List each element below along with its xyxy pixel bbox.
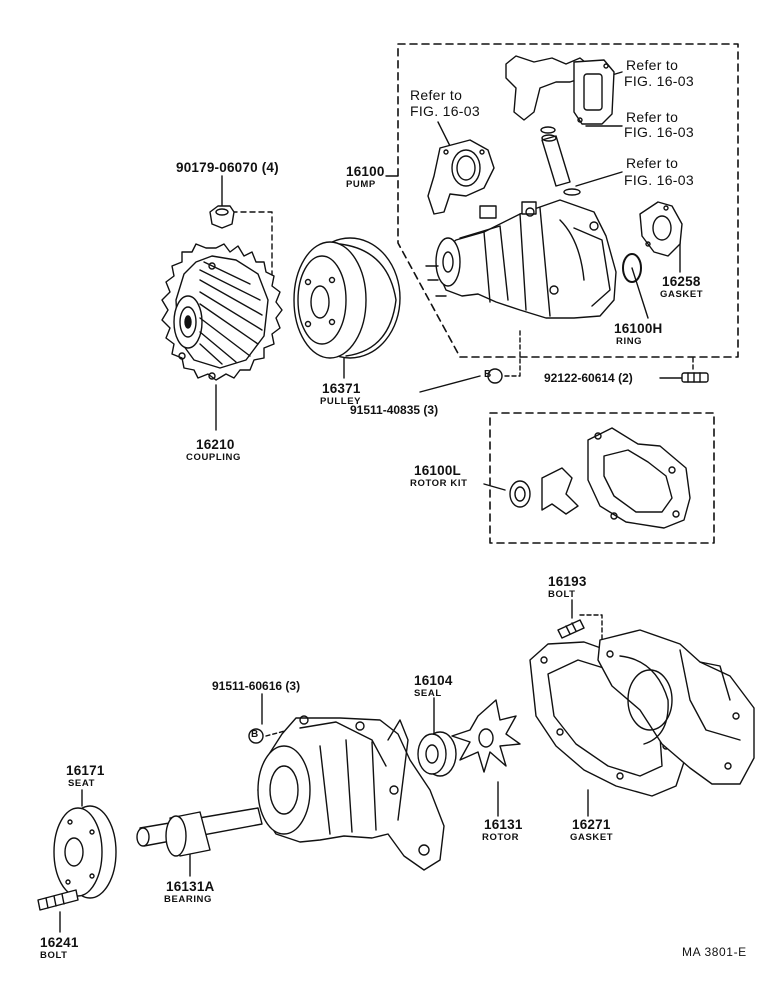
part-label-16131: 16131	[484, 817, 523, 832]
part-name-16271: GASKET	[570, 832, 614, 843]
ring-16100H	[622, 253, 642, 283]
leader-16100H	[631, 267, 649, 319]
part-label-16100L: 16100L	[414, 463, 461, 478]
refer-label-3: Refer to	[626, 155, 679, 171]
part-name-16100: PUMP	[346, 179, 376, 190]
leader-b-bottom	[265, 727, 297, 737]
callout-b-bottom: B	[251, 729, 259, 740]
part-label-16100H: 16100H	[614, 321, 663, 336]
part-name-16100H: RING	[616, 336, 643, 347]
leader-b-top	[504, 329, 521, 377]
part-label-16271: 16271	[572, 817, 611, 832]
stud-16193	[557, 619, 585, 639]
part-name-16210: COUPLING	[186, 452, 241, 463]
part-label-91511-a: 91511-40835 (3)	[350, 403, 439, 417]
refer-label-2: Refer to	[626, 109, 679, 125]
stud-92122	[681, 372, 709, 383]
water-pump-16100	[425, 199, 617, 319]
pump-body-bottom	[257, 715, 445, 871]
callout-b-top-circle	[487, 368, 503, 384]
rotor-kit-box	[489, 412, 715, 544]
o-ring-top	[540, 126, 556, 134]
inlet-housing	[427, 139, 495, 215]
leader-16100L	[483, 483, 506, 491]
nut-90179	[209, 205, 235, 229]
leader-16193-dashed	[579, 614, 603, 641]
bearing-16131A	[136, 807, 263, 857]
part-name-16104: SEAL	[414, 688, 442, 699]
refer-label-1: Refer to	[626, 57, 679, 73]
part-name-16131: ROTOR	[482, 832, 520, 843]
part-label-16131A: 16131A	[166, 879, 215, 894]
gasket-16271	[529, 641, 685, 797]
part-label-16100: 16100	[346, 164, 385, 179]
rotor-kit-16100L	[509, 427, 691, 529]
pulley-16371	[293, 237, 401, 359]
part-name-16241: BOLT	[40, 950, 68, 961]
bypass-pipe	[541, 134, 571, 187]
part-name-16171: SEAT	[68, 778, 96, 789]
leader-91511a	[419, 375, 481, 393]
part-label-16258: 16258	[662, 274, 701, 289]
seal-16104	[417, 731, 457, 777]
part-label-90179: 90179-06070 (4)	[176, 160, 279, 175]
part-name-16193: BOLT	[548, 589, 576, 600]
fig-label-1: FIG. 16-03	[624, 73, 694, 89]
part-label-16210: 16210	[196, 437, 235, 452]
o-ring-mid	[563, 188, 581, 196]
outlet-elbow	[505, 55, 615, 125]
fig-label-4: FIG. 16-03	[410, 103, 480, 119]
fan-coupling-16210	[161, 243, 283, 381]
bolt-16241	[37, 889, 79, 911]
part-name-16258: GASKET	[660, 289, 704, 300]
rotor-16131	[451, 699, 521, 773]
part-label-16193: 16193	[548, 574, 587, 589]
leader-ref3	[575, 171, 623, 187]
part-name-16100L: ROTOR KIT	[410, 478, 468, 489]
callout-b-bottom-circle	[248, 728, 264, 744]
fig-label-3: FIG. 16-03	[624, 172, 694, 188]
part-label-16241: 16241	[40, 935, 79, 950]
part-label-92122: 92122-60614 (2)	[544, 371, 633, 385]
gasket-16258	[639, 201, 683, 257]
pump-group-box	[397, 43, 739, 358]
callout-b-top: B	[484, 369, 492, 380]
part-name-16131A: BEARING	[164, 894, 213, 905]
fig-label-2: FIG. 16-03	[624, 124, 694, 140]
part-label-16371: 16371	[322, 381, 361, 396]
part-name-16371: PULLEY	[320, 396, 362, 407]
part-label-16104: 16104	[414, 673, 453, 688]
refer-label-4: Refer to	[410, 87, 463, 103]
pump-housing-rear	[597, 629, 755, 785]
seat-16171	[53, 805, 117, 899]
part-label-91511-b: 91511-60616 (3)	[212, 679, 301, 693]
part-label-16171: 16171	[66, 763, 105, 778]
figure-code: MA 3801-E	[682, 945, 747, 959]
